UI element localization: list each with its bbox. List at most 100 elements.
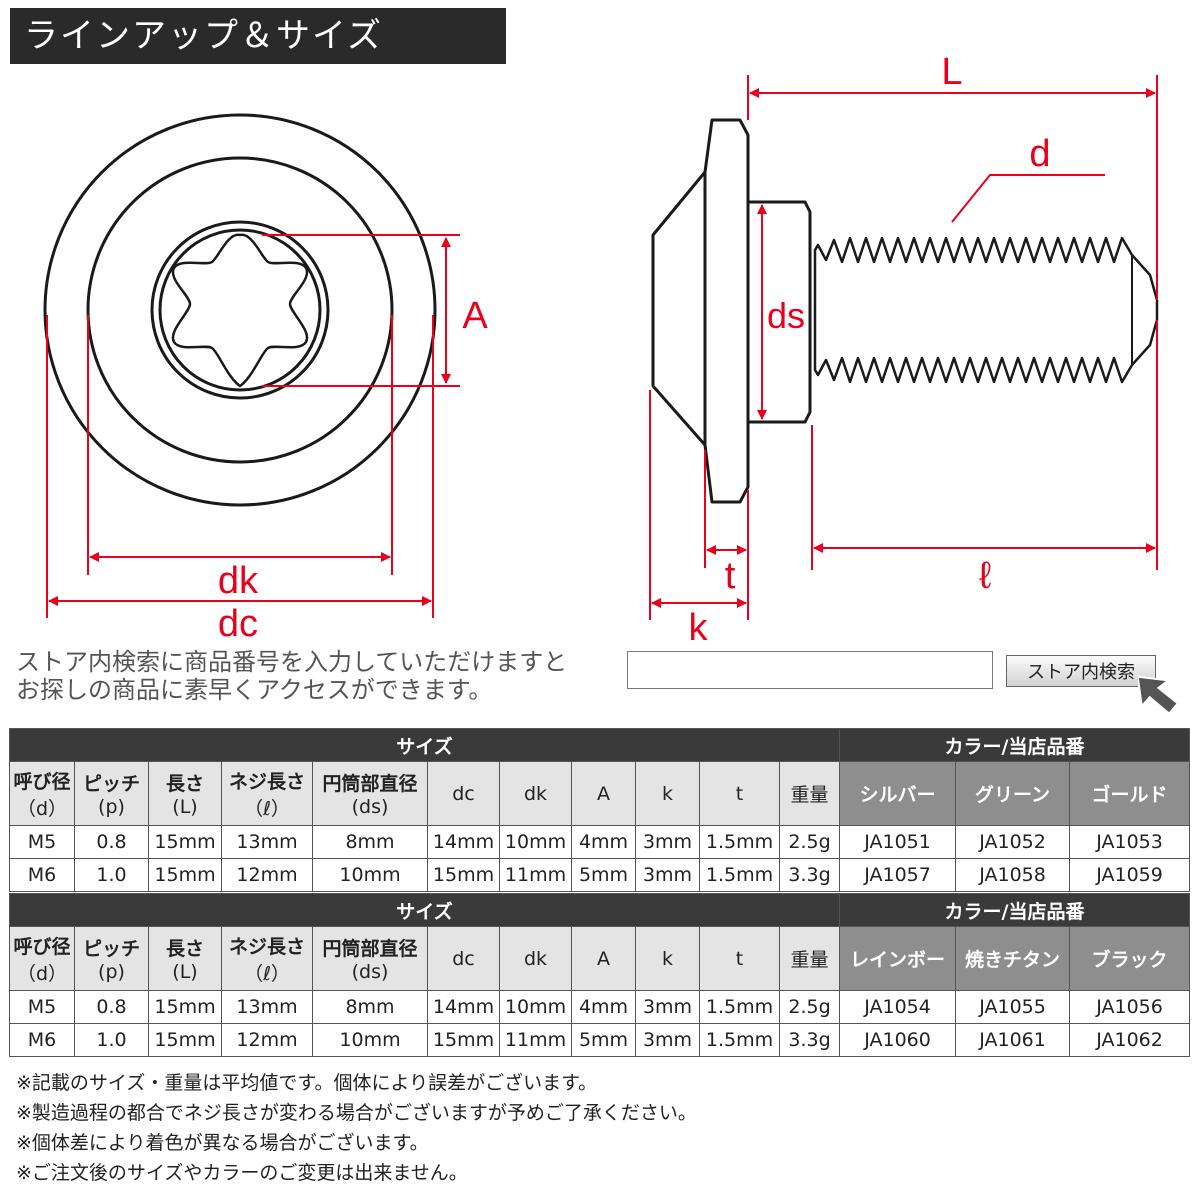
table-cell: 2.5g [778,825,841,859]
table-cell: 10mm [499,990,572,1024]
head-profile [651,170,707,447]
col-dc: dc [427,761,500,826]
table-cell: 10mm [499,825,572,859]
col-dk: dk [499,926,572,991]
table-cell: 11mm [499,858,572,892]
col-t: t [699,926,780,991]
table-cell: 15mm [427,858,500,892]
table-cell: 3.3g [778,1023,841,1057]
col-dc: dc [427,926,500,991]
col-nominal: 呼び径（d） [9,761,75,826]
table-cell: 10mm [312,1023,428,1057]
store-search-input[interactable] [627,651,993,689]
dim-label-l-thread: ℓ [979,555,991,597]
table-cell: M5 [9,825,75,859]
col-length: 長さ(L) [148,761,222,826]
head-circle [86,156,394,464]
col-k: k [635,926,700,991]
table-cell: 12mm [221,858,313,892]
bolt-front-view [43,113,437,507]
size-header: サイズ [8,893,841,927]
table-cell: JA1059 [1069,858,1191,892]
col-a: A [571,761,636,826]
table-cell: 15mm [148,1023,222,1057]
table-cell: 1.0 [74,858,149,892]
table-cell: 2.5g [778,990,841,1024]
note-item: ※個体差により着色が異なる場合がございます。 [16,1132,429,1154]
table-cell: JA1058 [955,858,1071,892]
table-cell: JA1051 [839,825,957,859]
bolt-side-view [651,118,1159,504]
table-cell: 1.5mm [699,825,780,859]
table-cell: 14mm [427,825,500,859]
store-search-button[interactable]: ストア内検索 [1006,655,1156,687]
search-instruction-line1: ストア内検索に商品番号を入力していただけますと [16,648,568,676]
table-cell: 3mm [635,990,700,1024]
col-t: t [699,761,780,826]
table-cell: 0.8 [74,990,149,1024]
recess-inner-circle [158,228,322,392]
table-cell: M5 [9,990,75,1024]
color-col-3: ゴールド [1069,761,1191,826]
table-cell: 1.5mm [699,1023,780,1057]
table-cell: 1.5mm [699,858,780,892]
table-cell: 12mm [221,1023,313,1057]
torx-recess [171,233,309,388]
note-item: ※記載のサイズ・重量は平均値です。個体により誤差がございます。 [16,1072,598,1094]
table-cell: JA1060 [839,1023,957,1057]
note-item: ※製造過程の都合でネジ長さが変わる場合がございますが予めご了承ください。 [16,1102,697,1124]
table-cell: 1.5mm [699,990,780,1024]
table-cell: 15mm [148,858,222,892]
table-cell: JA1056 [1069,990,1191,1024]
table-column-row: 呼び径（d） ピッチ(p) 長さ(L) ネジ長さ（ℓ） 円筒部直径(ds) dc… [9,926,1191,991]
color-col-3: ブラック [1069,926,1191,991]
col-shank-diameter: 円筒部直径(ds) [312,926,428,991]
table-cell: M6 [9,1023,75,1057]
col-thread-length: ネジ長さ（ℓ） [221,761,313,826]
dim-label-dc: dc [218,603,258,645]
table-cell: 1.0 [74,1023,149,1057]
search-instruction-line2: お探しの商品に素早くアクセスができます。 [16,676,493,704]
table-cell: 11mm [499,1023,572,1057]
dim-label-t: t [725,555,736,597]
col-nominal: 呼び径（d） [9,926,75,991]
table-cell: JA1054 [839,990,957,1024]
table-cell: 4mm [571,825,636,859]
table-cell: 4mm [571,990,636,1024]
table-cell: 10mm [312,858,428,892]
recess-outer-circle [150,220,330,400]
notes-list: ※記載のサイズ・重量は平均値です。個体により誤差がございます。 ※製造過程の都合… [16,1068,697,1188]
table-cell: 5mm [571,1023,636,1057]
table-cell: JA1053 [1069,825,1191,859]
color-col-2: グリーン [955,761,1071,826]
table-cell: JA1057 [839,858,957,892]
table-header-row: サイズ カラー/当店品番 [8,893,1191,927]
col-thread-length: ネジ長さ（ℓ） [221,926,313,991]
table-cell: 14mm [427,990,500,1024]
color-header: カラー/当店品番 [839,893,1191,927]
color-col-1: レインボー [839,926,957,991]
table-cell: 5mm [571,858,636,892]
col-pitch: ピッチ(p) [74,761,149,826]
section-title: ラインアップ＆サイズ [10,8,506,64]
dim-label-k: k [689,607,709,649]
col-a: A [571,926,636,991]
color-col-1: シルバー [839,761,957,826]
col-pitch: ピッチ(p) [74,926,149,991]
table-cell: 15mm [427,1023,500,1057]
table-column-row: 呼び径（d） ピッチ(p) 長さ(L) ネジ長さ（ℓ） 円筒部直径(ds) dc… [9,761,1191,826]
shank-profile [748,200,812,424]
cursor-arrow-icon [1138,675,1180,716]
dim-label-l-total: L [941,51,962,93]
table-cell: JA1062 [1069,1023,1191,1057]
bolt-dimension-diagram: A dk dc L d ds ℓ t k [43,51,1159,649]
col-weight: 重量 [778,926,841,991]
table-cell: 3mm [635,858,700,892]
search-instruction: ストア内検索に商品番号を入力していただけますと お探しの商品に素早くアクセスがで… [16,648,567,704]
dim-label-dk: dk [218,560,259,602]
col-dk: dk [499,761,572,826]
